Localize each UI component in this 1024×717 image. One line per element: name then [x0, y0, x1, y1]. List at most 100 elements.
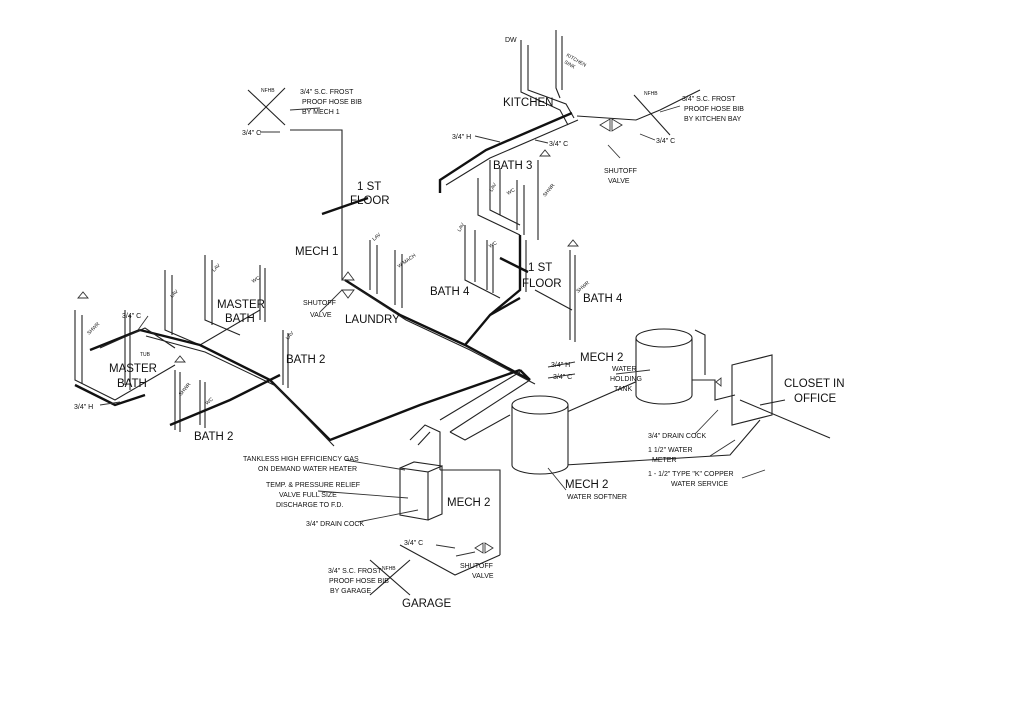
fixture-kitchen-sink-2: SINK — [563, 60, 577, 71]
fixture-shwr-master: SHWR — [86, 321, 101, 336]
room-bath4-left: BATH 4 — [430, 286, 470, 298]
section-break — [321, 196, 369, 216]
drain-cock-icon — [715, 377, 722, 387]
fixture-shwr-bath3: SHWR — [542, 182, 557, 198]
size-hot-master: 3/4" H — [74, 404, 93, 411]
leader-lines — [99, 105, 766, 557]
note-hose-bib-kitchen-3: BY KITCHEN BAY — [684, 116, 742, 123]
room-bath2-upper: BATH 2 — [286, 354, 325, 366]
note-holding-tank-1: WATER — [612, 366, 637, 373]
note-shutoff-mech-1: SHUTOFF — [303, 300, 336, 307]
size-cold-garage: 3/4" C — [404, 540, 423, 547]
shower-head-icon — [539, 149, 551, 157]
note-hose-bib-garage-3: BY GARAGE — [330, 588, 371, 595]
fixture-lav-master-2: LAV — [211, 262, 222, 273]
fixture-lav-master-1: LAV — [169, 288, 180, 299]
fixture-nfhb-kitchen: NFHB — [644, 91, 658, 97]
room-bath3: BATH 3 — [493, 160, 532, 172]
size-cold-kitchen: 3/4" C — [549, 141, 568, 148]
note-water-heater-2: ON DEMAND WATER HEATER — [258, 466, 357, 473]
room-mech2-heater: MECH 2 — [447, 497, 490, 509]
room-garage: GARAGE — [402, 598, 452, 610]
note-holding-tank-2: HOLDING — [610, 376, 642, 383]
pipe-network — [74, 30, 831, 596]
note-copper-service-1: 1 - 1/2" TYPE "K" COPPER — [648, 471, 734, 478]
room-closet-office-1: CLOSET IN — [784, 378, 845, 390]
size-cold-mech: 3/4" C — [242, 130, 261, 137]
room-master-bath-upper-1: MASTER — [217, 299, 265, 311]
note-shutoff-kitchen-2: VALVE — [608, 178, 630, 185]
note-water-heater-1: TANKLESS HIGH EFFICIENCY GAS — [243, 456, 359, 463]
room-first-floor-b-2: FLOOR — [522, 278, 562, 290]
shower-head-icon — [174, 355, 186, 363]
room-bath4-right: BATH 4 — [583, 293, 623, 305]
note-shutoff-kitchen-1: SHUTOFF — [604, 168, 637, 175]
size-cold-master: 3/4" C — [122, 313, 141, 320]
room-mech2-softener: MECH 2 — [565, 479, 608, 491]
note-water-meter-1: 1 1/2" WATER — [648, 447, 693, 454]
fixture-lav-laundry: LAV — [371, 232, 382, 243]
note-holding-tank-3: TANK — [614, 386, 632, 393]
note-drain-cock-meter: 3/4" DRAIN COCK — [648, 433, 706, 440]
note-hose-bib-mech-3: BY MECH 1 — [302, 109, 340, 116]
note-relief-valve-1: TEMP. & PRESSURE RELIEF — [266, 482, 360, 489]
size-hot-mech2: 3/4" H — [551, 362, 570, 369]
room-laundry: LAUNDRY — [345, 314, 400, 326]
room-mech1: MECH 1 — [295, 246, 338, 258]
note-shutoff-mech-2: VALVE — [310, 312, 332, 319]
fixture-wc-lower: WC — [204, 396, 215, 406]
pipe-size-labels: 3/4" C 3/4" H 3/4" C 3/4" C 3/4" C 3/4" … — [74, 130, 675, 547]
note-shutoff-garage-1: SHUTOFF — [460, 563, 493, 570]
room-mech2-top: MECH 2 — [580, 352, 623, 364]
fixture-tub: TUB — [140, 352, 151, 358]
room-master-bath-lower-1: MASTER — [109, 363, 157, 375]
size-cold-kitchen-bib: 3/4" C — [656, 138, 675, 145]
fixture-dw: DW — [505, 37, 517, 44]
room-labels: KITCHEN BATH 3 1 ST FLOOR 1 ST FLOOR MEC… — [109, 97, 845, 610]
fixture-wmach: W MACH — [397, 253, 418, 270]
note-relief-valve-3: DISCHARGE TO F.D. — [276, 502, 343, 509]
fixture-nfhb-mech: NFHB — [261, 88, 275, 94]
size-cold-mech2: 3/4" C — [553, 374, 572, 381]
fixture-wc-master: WC — [251, 275, 262, 285]
room-closet-office-2: OFFICE — [794, 393, 836, 405]
valve-icon — [599, 118, 623, 132]
note-relief-valve-2: VALVE FULL SIZE — [279, 492, 337, 499]
fixture-nfhb-garage: NFHB — [382, 566, 396, 572]
note-water-softener: WATER SOFTNER — [567, 494, 627, 501]
fixture-wc-bath4: WC — [488, 240, 499, 250]
note-water-meter-2: METER — [652, 457, 677, 464]
fixture-lav-bath3: LAV — [489, 182, 499, 193]
note-hose-bib-mech-1: 3/4" S.C. FROST — [300, 89, 354, 96]
note-drain-cock-heater: 3/4" DRAIN COCK — [306, 521, 364, 528]
note-shutoff-garage-2: VALVE — [472, 573, 494, 580]
water-heater-box — [399, 461, 443, 521]
room-first-floor-a-2: FLOOR — [350, 195, 390, 207]
fixture-symbols — [77, 118, 722, 554]
valve-icon — [341, 271, 355, 299]
equipment — [399, 328, 773, 521]
note-hose-bib-kitchen-1: 3/4" S.C. FROST — [682, 96, 736, 103]
room-kitchen: KITCHEN — [503, 97, 553, 109]
room-first-floor-b-1: 1 ST — [528, 262, 552, 274]
note-hose-bib-mech-2: PROOF HOSE BIB — [302, 99, 362, 106]
shower-head-icon — [77, 291, 89, 299]
size-hot-kitchen: 3/4" H — [452, 134, 471, 141]
valve-icon — [474, 542, 494, 554]
room-bath2-lower: BATH 2 — [194, 431, 233, 443]
water-holding-tank — [635, 328, 693, 405]
fixture-lav-bath2: LAV — [285, 330, 296, 341]
note-hose-bib-kitchen-2: PROOF HOSE BIB — [684, 106, 744, 113]
note-hose-bib-garage-2: PROOF HOSE BIB — [329, 578, 389, 585]
shower-head-icon — [567, 239, 579, 247]
room-first-floor-a-1: 1 ST — [357, 181, 381, 193]
fixture-wc-bath3: WC — [506, 187, 517, 197]
water-softener-tank — [511, 395, 569, 475]
note-copper-service-2: WATER SERVICE — [671, 481, 728, 488]
annotations: 3/4" S.C. FROST PROOF HOSE BIB BY MECH 1… — [243, 89, 744, 595]
room-master-bath-upper-2: BATH — [225, 313, 255, 325]
fixture-lav-bath4: LAV — [457, 222, 467, 233]
room-master-bath-lower-2: BATH — [117, 378, 147, 390]
section-break — [499, 256, 529, 274]
